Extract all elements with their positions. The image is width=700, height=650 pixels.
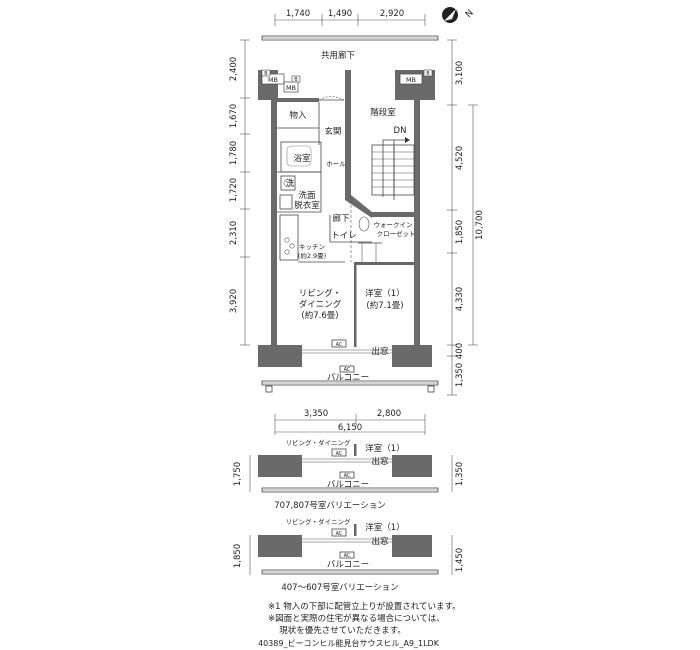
var2-balcony: バルコニー: [327, 560, 369, 570]
var2-ac-2: AC: [344, 553, 351, 559]
note-line-3: 現状を優先させていただきます。: [268, 626, 406, 636]
variation-707-807: リビング・ダイニング 洋室（1） AC 出窓 AC バルコニー 1,750 1,…: [233, 438, 465, 511]
dim-left-5: 2,310: [229, 221, 239, 245]
mb-label-2: MB: [286, 84, 296, 92]
dim-left-4: 1,720: [229, 178, 239, 202]
staircase: [371, 137, 415, 200]
stairs-down-label: DN: [394, 126, 407, 136]
var1-caption: 707,807号室バリエーション: [274, 500, 385, 511]
room-balcony: バルコニー: [327, 373, 369, 383]
room-wic-1: ウォークイン: [374, 221, 413, 229]
room-living-2: ダイニング: [299, 299, 342, 310]
ac-label-balcony: AC: [344, 367, 351, 373]
var1-ac-2: AC: [344, 473, 351, 479]
var2-caption: 407～607号室バリエーション: [281, 582, 398, 593]
dim-top-3: 2,920: [380, 9, 404, 19]
dim-right-1: 3,100: [455, 61, 465, 85]
var2-dim-right: 1,450: [455, 548, 465, 572]
dim-right-3: 1,850: [455, 220, 465, 244]
room-exit-window: 出窓: [371, 346, 389, 357]
footer-caption: 40389_ビーコンヒル能見台サウスヒル_A9_1LDK: [258, 639, 439, 648]
right-dimension-line: 3,100 4,520 1,850 10,700 4,330 1,350 400: [447, 39, 485, 396]
room-western-1: 洋室（1）: [365, 288, 404, 299]
left-dimension-line: 2,400 1,670 1,780 1,720 2,310 3,920: [229, 39, 250, 346]
dim-right-4: 10,700: [475, 210, 485, 240]
room-stairs: 階段室: [370, 107, 396, 118]
dim-top-2: 1,490: [328, 9, 352, 19]
room-corridor: 共用廊下: [321, 50, 356, 61]
var1-living: リビング・ダイニング: [286, 438, 352, 447]
room-toilet: トイレ: [331, 231, 357, 241]
var2-exit-window: 出窓: [371, 536, 389, 547]
var2-living: リビング・ダイニング: [286, 517, 352, 526]
room-living-1: リビング・: [299, 288, 342, 299]
common-corridor-rail: [261, 35, 439, 41]
room-washroom-1: 洗面: [298, 190, 316, 201]
dim-right-5: 4,330: [455, 287, 465, 311]
mb-label-3: MB: [406, 76, 416, 84]
north-compass-icon: N: [442, 7, 476, 23]
var2-ac-1: AC: [336, 531, 343, 537]
room-storage: 物入: [289, 110, 307, 121]
note-line-2: ※図面と実際の住宅が異なる場合については、: [268, 614, 445, 624]
var2-dim-left: 1,850: [233, 544, 243, 568]
var1-dim-left: 1,750: [233, 462, 243, 486]
dim-left-2: 1,670: [229, 104, 239, 128]
b-label-2: B: [294, 77, 298, 83]
var1-western: 洋室（1）: [365, 443, 404, 454]
dim-left-3: 1,780: [229, 141, 239, 165]
mb-label-1: MB: [268, 76, 278, 84]
var1-exit-window: 出窓: [371, 456, 389, 467]
room-hall: ホール: [326, 160, 346, 168]
top-dimension-line: 1,740 1,490 2,920: [274, 9, 426, 26]
var1-balcony: バルコニー: [327, 480, 369, 490]
compass-label: N: [464, 8, 476, 20]
var1-dim-right: 1,350: [455, 462, 465, 486]
room-living-3: (約7.6畳): [301, 310, 338, 321]
room-washer: 洗: [286, 178, 295, 189]
room-entrance: 玄関: [324, 126, 341, 137]
room-western-2: (約7.1畳): [366, 300, 403, 311]
dim-left-6: 3,920: [229, 289, 239, 313]
dim-right-6: 1,350: [455, 363, 465, 387]
room-hallway: 廊下: [332, 213, 350, 224]
var1-ac-1: AC: [336, 451, 343, 457]
variation-407-607: リビング・ダイニング 洋室（1） AC 出窓 AC バルコニー 1,850 1,…: [233, 517, 465, 593]
bottom-dimension-line: 3,350 2,800 6,150: [274, 409, 426, 435]
interior-partitions: [277, 96, 382, 263]
dim-left-1: 2,400: [229, 57, 239, 81]
main-walls: [258, 70, 435, 367]
balcony-area: [261, 339, 439, 393]
var2-western: 洋室（1）: [365, 522, 404, 533]
room-washroom-2: 脱衣室: [294, 200, 320, 211]
dim-right-2: 4,520: [455, 146, 465, 170]
dim-right-7: 400: [455, 343, 465, 359]
room-bath: 浴室: [293, 153, 311, 164]
room-kitchen-1: キッチン: [299, 243, 325, 251]
dim-top-1: 1,740: [286, 9, 310, 19]
meter-boxes: MB MB MB B B B: [261, 69, 433, 93]
b-label-3: B: [426, 71, 430, 77]
dim-bottom-2: 2,800: [377, 409, 401, 419]
ac-label-main: AC: [336, 342, 343, 348]
b-label-1: B: [264, 71, 268, 77]
dim-bottom-total: 6,150: [338, 423, 362, 433]
room-wic-2: クローゼット: [377, 229, 416, 238]
note-line-1: ※1 物入の下部に配管立上りが設置されています。: [268, 602, 461, 612]
dim-bottom-1: 3,350: [304, 409, 328, 419]
room-kitchen-2: (約2.9畳): [298, 251, 326, 260]
